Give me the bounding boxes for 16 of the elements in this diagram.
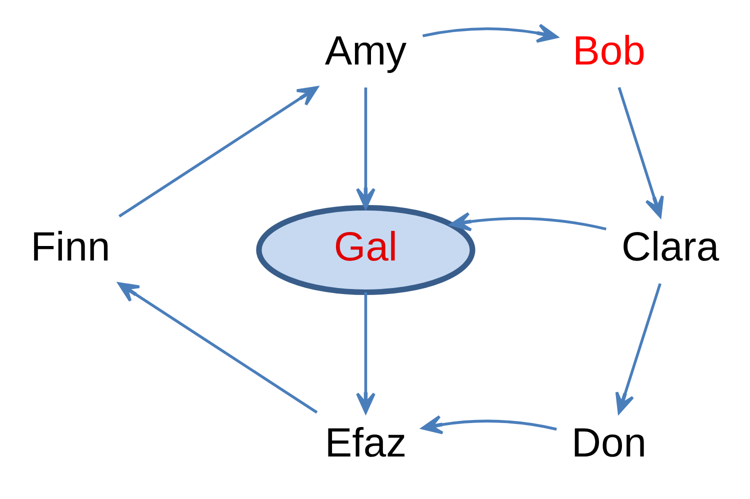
arrow	[118, 86, 318, 217]
node-text: Efaz	[324, 419, 407, 466]
arrow	[450, 212, 606, 231]
node-text: Clara	[621, 222, 720, 269]
arrow	[421, 414, 557, 434]
node-ellipse: Gal	[256, 204, 476, 295]
arrow	[615, 282, 662, 414]
arrow	[356, 86, 376, 208]
arrow	[618, 86, 664, 218]
node-text: Bob	[572, 26, 646, 73]
arrow	[356, 292, 376, 414]
node-text: Amy	[324, 26, 407, 73]
node-text: Don	[572, 419, 646, 466]
arrow	[422, 23, 558, 42]
arrow	[118, 282, 318, 414]
node-text: Finn	[30, 222, 110, 269]
